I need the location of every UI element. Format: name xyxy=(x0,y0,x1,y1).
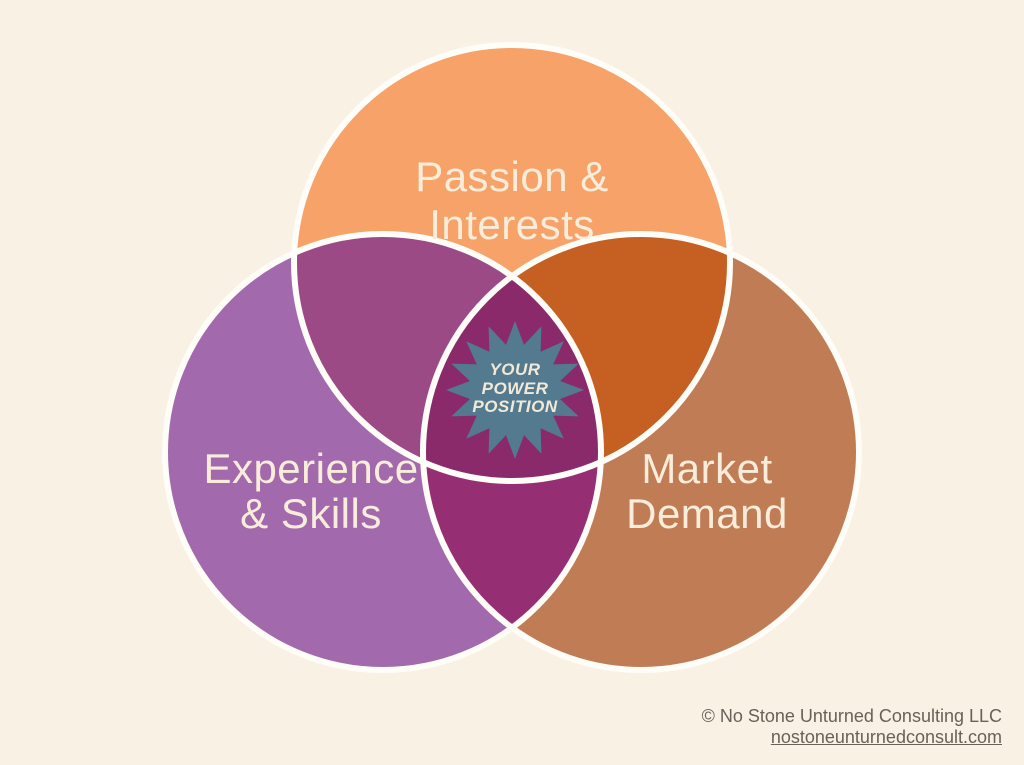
starburst-icon xyxy=(446,321,584,459)
website-link[interactable]: nostoneunturnedconsult.com xyxy=(770,727,1002,747)
copyright-text: © No Stone Unturned Consulting LLC xyxy=(701,706,1002,726)
footer-credit: © No Stone Unturned Consulting LLC nosto… xyxy=(702,706,1002,748)
circle-experience-outline xyxy=(162,231,604,673)
label-passion-interests: Passion & Interests xyxy=(415,153,609,248)
label-experience-skills: Experience & Skills xyxy=(203,445,419,537)
label-market-demand: Market Demand xyxy=(626,445,788,537)
circle-market-outline xyxy=(420,231,862,673)
circle-passion-outline xyxy=(291,42,733,484)
power-position-badge-label: YOUR POWER POSITION xyxy=(472,360,558,416)
